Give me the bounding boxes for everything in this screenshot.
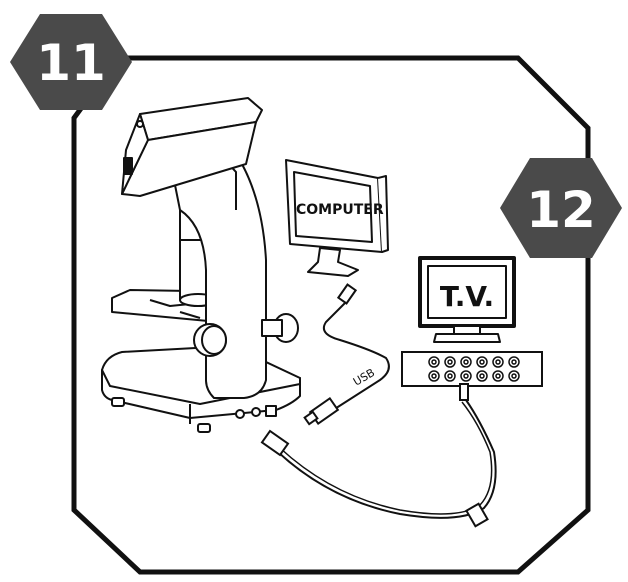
badge-12-label: 12 xyxy=(526,181,596,239)
av-jack-center xyxy=(479,359,485,365)
av-jack-center xyxy=(479,373,485,379)
diagram-frame xyxy=(71,55,591,575)
tv-icon: T.V. xyxy=(418,256,516,343)
av-jack-center xyxy=(511,373,517,379)
av-jack-center xyxy=(463,373,469,379)
computer-label: COMPUTER xyxy=(296,202,384,218)
computer-monitor-icon: COMPUTER xyxy=(285,159,389,277)
av-jack-center xyxy=(495,359,501,365)
tv-label: T.V. xyxy=(440,280,494,313)
av-jack-center xyxy=(431,373,437,379)
av-jack-center xyxy=(431,359,437,365)
av-jack-center xyxy=(511,359,517,365)
hexagon-badge-11: 11 xyxy=(10,14,132,110)
av-jack-center xyxy=(447,373,453,379)
av-connector-panel-icon xyxy=(401,351,543,387)
av-jack-center xyxy=(495,373,501,379)
usb-cable xyxy=(322,297,390,413)
microscope-icon xyxy=(101,97,301,433)
av-plug-icon xyxy=(260,383,489,528)
badge-11-label: 11 xyxy=(36,34,106,92)
av-jack-center xyxy=(447,359,453,365)
usb-plug-icon xyxy=(303,283,358,426)
av-jack-center xyxy=(463,359,469,365)
hexagon-badge-12: 12 xyxy=(500,158,622,258)
